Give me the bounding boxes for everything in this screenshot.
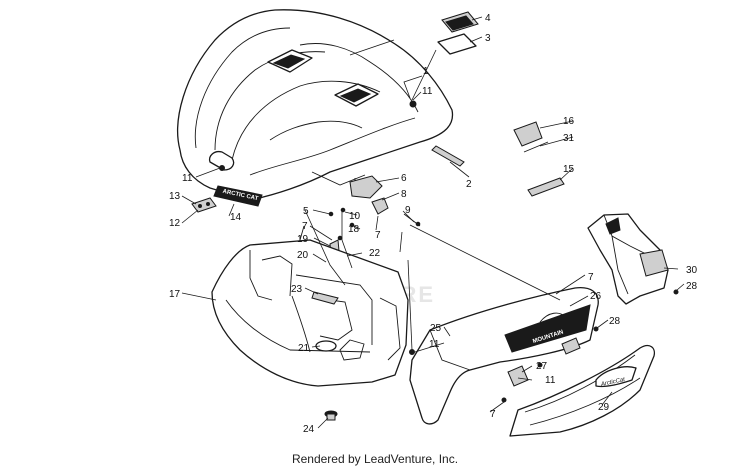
- callout-31: 31: [563, 133, 575, 144]
- callout-25: 25: [430, 323, 442, 334]
- callout-13: 13: [169, 191, 181, 202]
- storage-tub: [211, 225, 409, 387]
- vent-screen: [437, 33, 477, 55]
- footer-credit: Rendered by LeadVenture, Inc.: [291, 452, 459, 466]
- bracket-13: [191, 197, 217, 213]
- callout-7a: 7: [302, 221, 308, 232]
- vent-cover: [441, 11, 479, 33]
- callout-9: 9: [405, 205, 411, 216]
- callout-8: 8: [401, 189, 407, 200]
- grommet: [324, 410, 338, 421]
- callout-2: 2: [466, 179, 472, 190]
- callout-11b: 11: [182, 173, 193, 184]
- latch: [513, 121, 565, 197]
- callout-1: 1: [423, 66, 429, 77]
- callout-3: 3: [485, 33, 491, 44]
- side-panel: MOUNTAIN: [409, 286, 599, 425]
- callout-15: 15: [563, 164, 575, 175]
- callout-7d: 7: [490, 409, 496, 420]
- callout-19: 19: [297, 234, 309, 245]
- callout-11a: 11: [422, 86, 433, 97]
- callout-6: 6: [401, 173, 407, 184]
- callout-26: 26: [590, 291, 602, 302]
- callout-leaders: [181, 16, 685, 429]
- nose-panel: ArcticCat: [509, 344, 656, 437]
- callout-22: 22: [369, 248, 381, 259]
- callout-12: 12: [169, 218, 181, 229]
- callout-14: 14: [230, 212, 242, 223]
- callout-28b: 28: [686, 281, 698, 292]
- callout-4: 4: [485, 13, 491, 24]
- callout-11d: 11: [545, 375, 556, 386]
- callout-7b: 7: [375, 230, 381, 241]
- callout-27: 27: [536, 361, 548, 372]
- nose-decal-text: ArcticCat: [600, 377, 626, 388]
- callout-7c: 7: [588, 272, 594, 283]
- callout-28a: 28: [609, 316, 621, 327]
- hood-bracket: [349, 175, 421, 227]
- callout-5: 5: [303, 206, 309, 217]
- callout-16: 16: [563, 116, 575, 127]
- callout-29: 29: [598, 402, 610, 413]
- callout-18: 18: [348, 224, 360, 235]
- callout-21: 21: [298, 343, 310, 354]
- callout-11c: 11: [429, 339, 440, 350]
- rear-side-panel: [587, 213, 669, 305]
- hood: ARCTIC CAT: [177, 9, 454, 207]
- callout-17: 17: [169, 289, 181, 300]
- callout-24: 24: [303, 424, 315, 435]
- callout-30: 30: [686, 265, 698, 276]
- trim-strip: [431, 145, 465, 167]
- assembly-lines: [304, 39, 561, 351]
- callout-20: 20: [297, 250, 309, 261]
- callout-23: 23: [291, 284, 303, 295]
- callout-10: 10: [349, 211, 361, 222]
- callout-labels: 1 2 3 4 5 6 7 7 7 7 8 9 10 11 11 11 11 1…: [169, 13, 698, 435]
